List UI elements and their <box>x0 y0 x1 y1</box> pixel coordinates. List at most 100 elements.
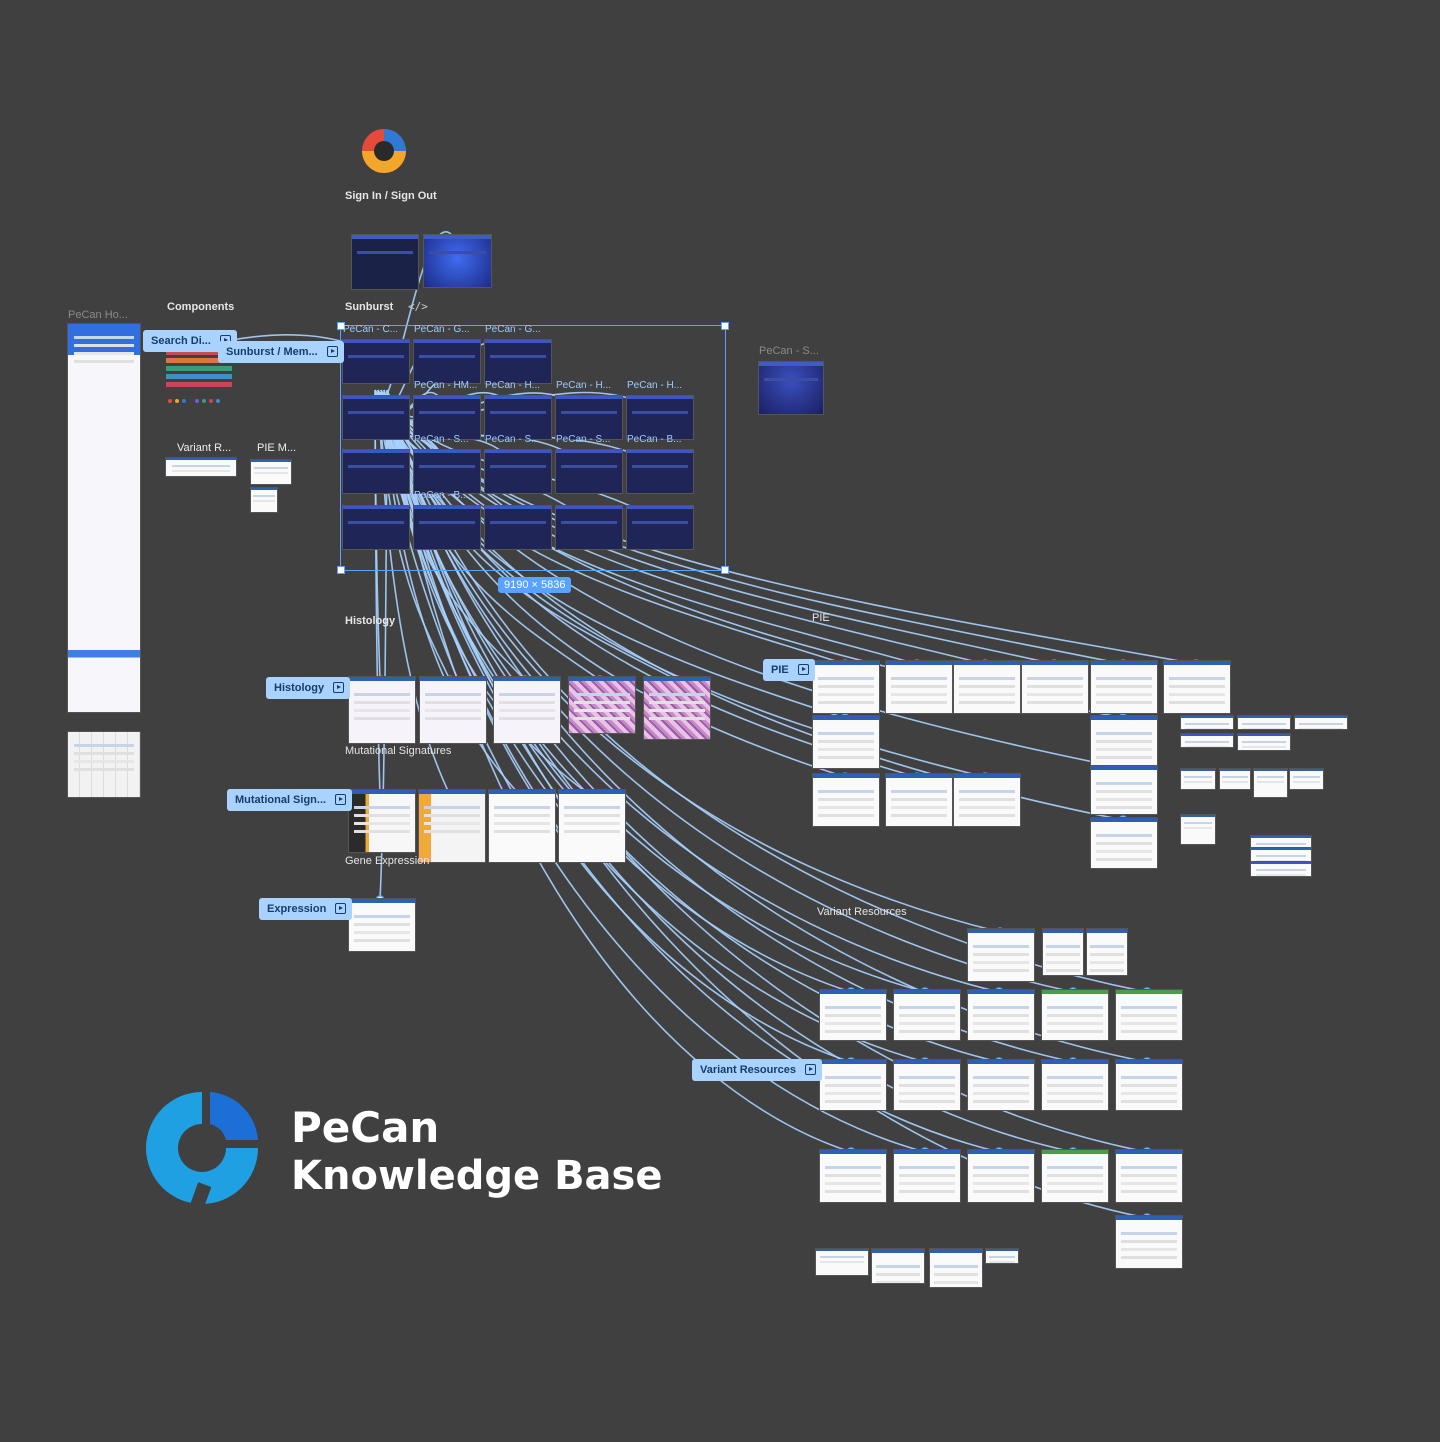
histology-image-frame[interactable] <box>644 677 710 739</box>
sunburst-frame[interactable] <box>343 340 409 383</box>
pecan-home-frame[interactable] <box>68 324 140 712</box>
variant-r-frame[interactable] <box>166 458 236 476</box>
pie-frame[interactable] <box>886 774 952 826</box>
variant-frame[interactable] <box>894 990 960 1040</box>
variant-frame[interactable] <box>1116 990 1182 1040</box>
sunburst-frame[interactable] <box>485 450 551 493</box>
pie-frame[interactable] <box>1181 815 1215 844</box>
pie-frame[interactable] <box>954 661 1020 713</box>
flow-tag-histology[interactable]: Histology <box>266 677 351 699</box>
mutational-frame[interactable] <box>349 790 415 852</box>
pie-m-frame[interactable] <box>251 460 291 484</box>
sunburst-frame[interactable] <box>343 450 409 493</box>
variant-frame[interactable] <box>968 1060 1034 1110</box>
variant-frame[interactable] <box>986 1249 1018 1263</box>
variant-frame[interactable] <box>1116 1150 1182 1202</box>
sunburst-frame[interactable] <box>556 396 622 439</box>
signin-frame[interactable] <box>352 235 418 289</box>
pie-frame[interactable] <box>813 774 879 826</box>
variant-frame[interactable] <box>1042 990 1108 1040</box>
pie-m-frame-2[interactable] <box>251 488 277 512</box>
pecan-s-frame[interactable] <box>759 362 823 414</box>
play-flow-icon[interactable] <box>335 794 347 805</box>
sunburst-frame[interactable] <box>627 450 693 493</box>
play-flow-icon[interactable] <box>797 664 809 675</box>
pie-frame[interactable] <box>1164 661 1230 713</box>
histology-image-frame[interactable] <box>569 677 635 733</box>
pie-frame[interactable] <box>1091 818 1157 868</box>
sunburst-frame[interactable] <box>414 506 480 549</box>
variant-frame[interactable] <box>968 1150 1034 1202</box>
pie-frame[interactable] <box>1251 836 1311 850</box>
pie-frame[interactable] <box>1251 848 1311 864</box>
flow-tag-sunburst[interactable]: Sunburst / Mem... <box>218 341 344 363</box>
variant-frame[interactable] <box>968 990 1034 1040</box>
flow-tag-variant[interactable]: Variant Resources <box>692 1059 822 1081</box>
selection-handle[interactable] <box>337 322 345 330</box>
pie-frame[interactable] <box>1220 769 1250 789</box>
sunburst-frame[interactable] <box>556 450 622 493</box>
pecan-home-grid-frame[interactable] <box>68 732 140 797</box>
pie-frame[interactable] <box>1091 766 1157 814</box>
pie-frame[interactable] <box>1022 661 1088 713</box>
variant-frame[interactable] <box>872 1249 924 1283</box>
play-flow-icon[interactable] <box>805 1064 816 1075</box>
pie-frame[interactable] <box>813 716 879 768</box>
sunburst-frame[interactable] <box>414 396 480 439</box>
flow-tag-mutational[interactable]: Mutational Sign... <box>227 789 353 811</box>
histology-frame[interactable] <box>494 677 560 743</box>
sunburst-frame[interactable] <box>485 396 551 439</box>
sunburst-frame[interactable] <box>627 396 693 439</box>
flow-tag-expression[interactable]: Expression <box>259 898 353 920</box>
variant-frame[interactable] <box>968 929 1034 981</box>
variant-frame[interactable] <box>820 1150 886 1202</box>
pie-frame[interactable] <box>886 661 952 713</box>
selection-handle[interactable] <box>721 322 729 330</box>
variant-frame[interactable] <box>1042 1150 1108 1202</box>
variant-frame[interactable] <box>820 1060 886 1110</box>
variant-frame[interactable] <box>1087 929 1127 975</box>
expression-frame[interactable] <box>349 899 415 951</box>
sunburst-frame[interactable] <box>627 506 693 549</box>
pie-frame[interactable] <box>1238 734 1290 750</box>
sunburst-frame[interactable] <box>414 340 480 383</box>
variant-frame[interactable] <box>1116 1060 1182 1110</box>
pie-frame[interactable] <box>1251 862 1311 876</box>
flow-tag-search[interactable]: Search Di... <box>143 330 237 352</box>
histology-frame[interactable] <box>420 677 486 743</box>
pie-frame[interactable] <box>1290 769 1323 789</box>
variant-frame[interactable] <box>816 1249 868 1275</box>
play-flow-icon[interactable] <box>333 682 345 693</box>
pie-frame[interactable] <box>813 661 879 713</box>
mutational-frame[interactable] <box>489 790 555 862</box>
signout-frame[interactable] <box>424 235 491 287</box>
sunburst-frame[interactable] <box>485 506 551 549</box>
variant-frame[interactable] <box>820 990 886 1040</box>
play-flow-icon[interactable] <box>326 346 338 357</box>
flow-tag-pie[interactable]: PIE <box>763 659 815 681</box>
pie-frame[interactable] <box>1181 769 1215 789</box>
pie-frame[interactable] <box>1238 716 1290 729</box>
sunburst-frame[interactable] <box>343 506 409 549</box>
pie-frame[interactable] <box>1091 716 1157 768</box>
sunburst-frame[interactable] <box>556 506 622 549</box>
variant-frame[interactable] <box>930 1249 982 1287</box>
selection-handle[interactable] <box>721 566 729 574</box>
selection-handle[interactable] <box>337 566 345 574</box>
variant-frame[interactable] <box>1043 929 1083 975</box>
mutational-frame[interactable] <box>559 790 625 862</box>
variant-frame[interactable] <box>894 1060 960 1110</box>
code-icon[interactable]: </> <box>408 300 428 313</box>
pie-frame[interactable] <box>1181 734 1233 747</box>
pie-frame[interactable] <box>1181 716 1233 729</box>
sunburst-frame[interactable] <box>485 340 551 383</box>
variant-frame[interactable] <box>1042 1060 1108 1110</box>
histology-frame[interactable] <box>349 677 415 743</box>
variant-frame[interactable] <box>1116 1216 1182 1268</box>
sunburst-frame[interactable] <box>414 450 480 493</box>
variant-frame[interactable] <box>894 1150 960 1202</box>
pie-frame[interactable] <box>1295 716 1347 729</box>
sunburst-frame[interactable] <box>343 396 409 439</box>
pie-frame[interactable] <box>1091 661 1157 713</box>
play-flow-icon[interactable] <box>335 903 347 914</box>
